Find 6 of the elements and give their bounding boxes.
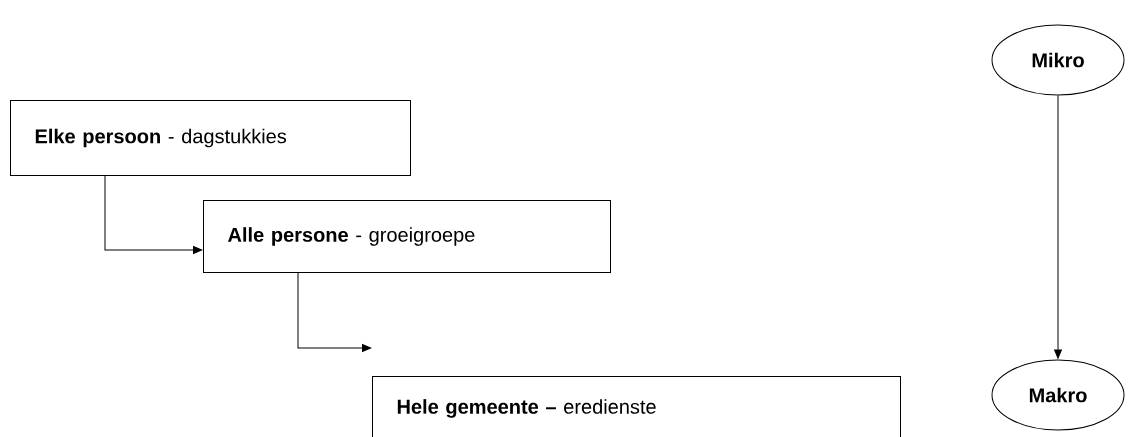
arrow [1054, 95, 1062, 359]
process-box: Hele gemeente – eredienste [372, 376, 901, 437]
process-box: Alle persone - groeigroepe [203, 200, 611, 273]
arrow [104, 175, 203, 254]
process-box: Elke persoon - dagstukkies [10, 100, 411, 176]
arrow [297, 272, 372, 352]
